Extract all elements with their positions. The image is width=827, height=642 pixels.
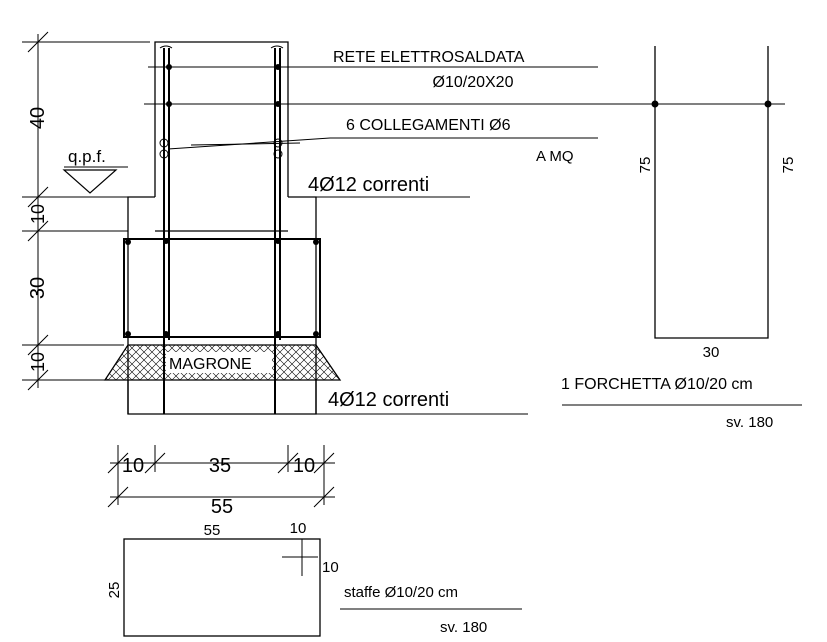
tie-ring bbox=[273, 149, 283, 159]
rebar-dot bbox=[275, 331, 281, 337]
vdim-ticks bbox=[27, 31, 49, 391]
rebar-dot bbox=[651, 100, 659, 108]
hdim-55: 55 bbox=[211, 496, 233, 518]
qpf-label: q.p.f. bbox=[68, 147, 106, 166]
forchetta-width-dim: 30 bbox=[703, 344, 720, 361]
footing-stirrup bbox=[123, 238, 321, 338]
qpf-triangle-icon bbox=[62, 169, 118, 194]
tie-ring bbox=[159, 138, 169, 148]
hdim-10a: 10 bbox=[122, 455, 144, 477]
hdim-10b: 10 bbox=[293, 455, 315, 477]
forchetta-detail: 75 75 30 1 FORCHETTA Ø10/20 cm sv. 180 bbox=[561, 46, 802, 431]
rete-label-1: RETE ELETTROSALDATA bbox=[333, 49, 525, 66]
foundation-section: MAGRONE bbox=[62, 41, 785, 415]
rebar-dot bbox=[125, 239, 131, 245]
staffe-detail: 55 10 10 25 staffe Ø10/20 cm sv. 180 bbox=[106, 520, 522, 637]
rebar-dot bbox=[313, 239, 319, 245]
rebar-hooks bbox=[159, 45, 284, 49]
correnti-bottom-label: 4Ø12 correnti bbox=[328, 389, 449, 411]
staffe-shape bbox=[123, 538, 321, 637]
forchetta-label-1: 1 FORCHETTA Ø10/20 cm bbox=[561, 376, 753, 393]
vertical-dimensions: 40 10 30 10 bbox=[22, 31, 150, 391]
rebar-dot bbox=[163, 331, 169, 337]
horizontal-dimensions: 10 35 10 55 bbox=[107, 445, 335, 518]
correnti-top-label: 4Ø12 correnti bbox=[308, 174, 429, 196]
forchetta-left-dim: 75 bbox=[637, 157, 654, 174]
vdim-40: 40 bbox=[27, 107, 49, 129]
colleg-leader-2 bbox=[190, 142, 301, 146]
tie-ring bbox=[159, 149, 169, 159]
rebar-dot bbox=[163, 238, 169, 244]
rebar-dot bbox=[764, 100, 772, 108]
colleg-label-2: A MQ bbox=[536, 148, 574, 165]
hdim-35: 35 bbox=[209, 455, 231, 477]
magrone-label-bg bbox=[166, 352, 272, 373]
staffe-top-dim: 55 bbox=[204, 522, 221, 539]
vdim-30: 30 bbox=[27, 277, 49, 299]
magrone-label: MAGRONE bbox=[169, 356, 252, 373]
forchetta-right-dim: 75 bbox=[780, 157, 797, 174]
rebar-dot bbox=[313, 331, 319, 337]
colleg-label-1: 6 COLLEGAMENTI Ø6 bbox=[346, 117, 511, 134]
staffe-label-2: sv. 180 bbox=[440, 619, 487, 636]
vdim-10b: 10 bbox=[28, 352, 48, 372]
forchetta-label-2: sv. 180 bbox=[726, 414, 773, 431]
staffe-label-1: staffe Ø10/20 cm bbox=[344, 584, 458, 601]
vdim-10a: 10 bbox=[28, 204, 48, 224]
staffe-corner-v: 10 bbox=[322, 559, 339, 576]
rebar-dot bbox=[275, 238, 281, 244]
staffe-corner-h: 10 bbox=[290, 520, 307, 537]
rete-label-2: Ø10/20X20 bbox=[433, 74, 514, 91]
rebar-dot bbox=[125, 331, 131, 337]
wall-outline bbox=[154, 41, 289, 197]
footing-outline bbox=[127, 196, 317, 415]
hdim-ticks bbox=[107, 452, 335, 508]
staffe-side-dim: 25 bbox=[106, 582, 123, 599]
forchetta-shape bbox=[654, 46, 769, 339]
